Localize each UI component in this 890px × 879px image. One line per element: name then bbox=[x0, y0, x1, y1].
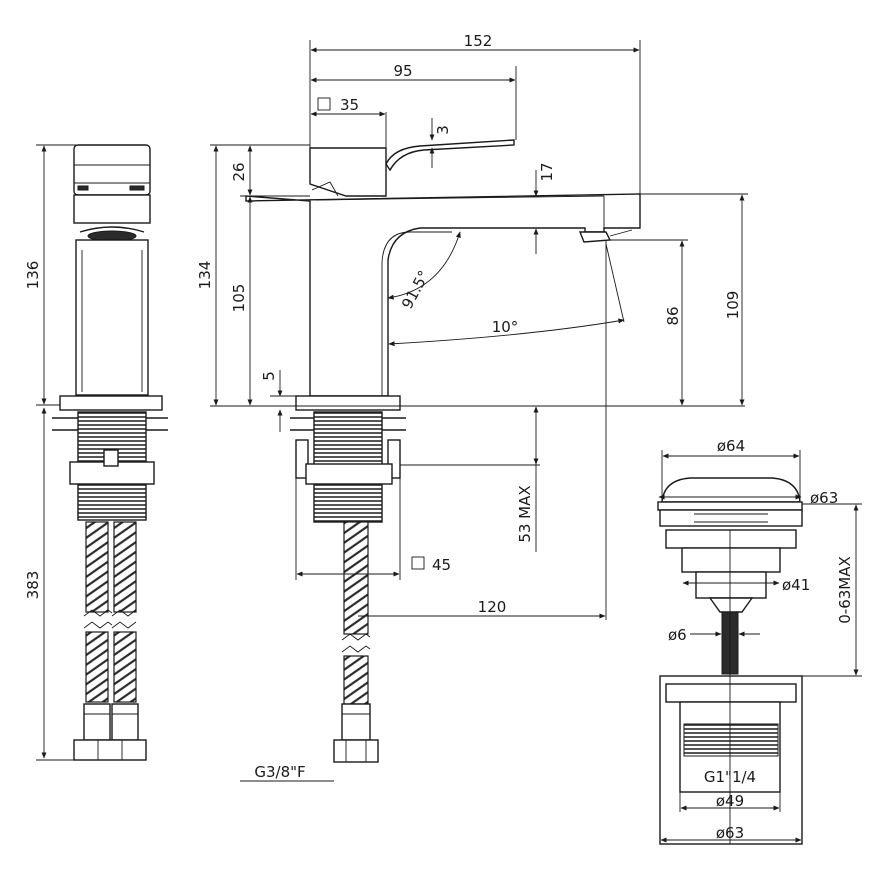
label-d49: ø49 bbox=[716, 792, 744, 810]
label-d64: ø64 bbox=[717, 437, 745, 455]
side-hose-nut bbox=[73, 739, 147, 761]
label-d6: ø6 bbox=[668, 626, 687, 644]
label-53-max: 53 MAX bbox=[516, 485, 534, 542]
label-d63-bottom: ø63 bbox=[716, 824, 744, 842]
front-spout bbox=[245, 193, 641, 397]
label-136: 136 bbox=[24, 261, 42, 290]
label-383: 383 bbox=[24, 571, 42, 600]
front-lever-arm bbox=[385, 139, 515, 172]
label-g3-8: G3/8"F bbox=[254, 763, 305, 781]
label-152: 152 bbox=[464, 32, 493, 50]
label-5: 5 bbox=[260, 371, 278, 381]
label-35: 35 bbox=[340, 96, 359, 114]
front-base bbox=[295, 395, 401, 411]
side-body bbox=[75, 239, 149, 396]
label-d41: ø41 bbox=[782, 576, 810, 594]
side-hose-right bbox=[113, 521, 137, 613]
label-d63-top: ø63 bbox=[810, 489, 838, 507]
label-105: 105 bbox=[230, 284, 248, 313]
label-120: 120 bbox=[478, 598, 507, 616]
waste-body bbox=[695, 571, 767, 599]
label-17: 17 bbox=[538, 162, 556, 181]
front-nut bbox=[305, 463, 393, 485]
label-91-5: 91.5° bbox=[398, 267, 433, 312]
waste-flange bbox=[659, 509, 803, 527]
label-3: 3 bbox=[434, 125, 452, 135]
label-86: 86 bbox=[664, 306, 682, 325]
waste-view: ø64 ø63 ø41 ø6 0-63MAX G1"1/4 ø49 ø63 bbox=[657, 437, 862, 845]
label-109: 109 bbox=[724, 291, 742, 320]
front-hose bbox=[343, 521, 369, 635]
waste-cap bbox=[661, 477, 801, 503]
side-base bbox=[59, 395, 163, 411]
side-body-upper bbox=[73, 194, 151, 224]
side-view: 136 383 bbox=[24, 144, 168, 761]
front-aerator bbox=[578, 231, 612, 243]
label-95: 95 bbox=[393, 62, 412, 80]
front-view: 152 95 35 3 26 17 134 105 91.5° 10° 86 1… bbox=[196, 32, 748, 782]
label-45: 45 bbox=[432, 556, 451, 574]
label-26: 26 bbox=[230, 162, 248, 181]
label-134: 134 bbox=[196, 261, 214, 290]
front-lever-block bbox=[309, 147, 387, 197]
label-10-degree: 10° bbox=[492, 318, 519, 336]
side-hose-left bbox=[85, 521, 109, 613]
label-g1-1-4: G1"1/4 bbox=[704, 768, 756, 786]
label-0-63-max: 0-63MAX bbox=[836, 556, 854, 624]
front-hose-nut bbox=[333, 739, 379, 763]
